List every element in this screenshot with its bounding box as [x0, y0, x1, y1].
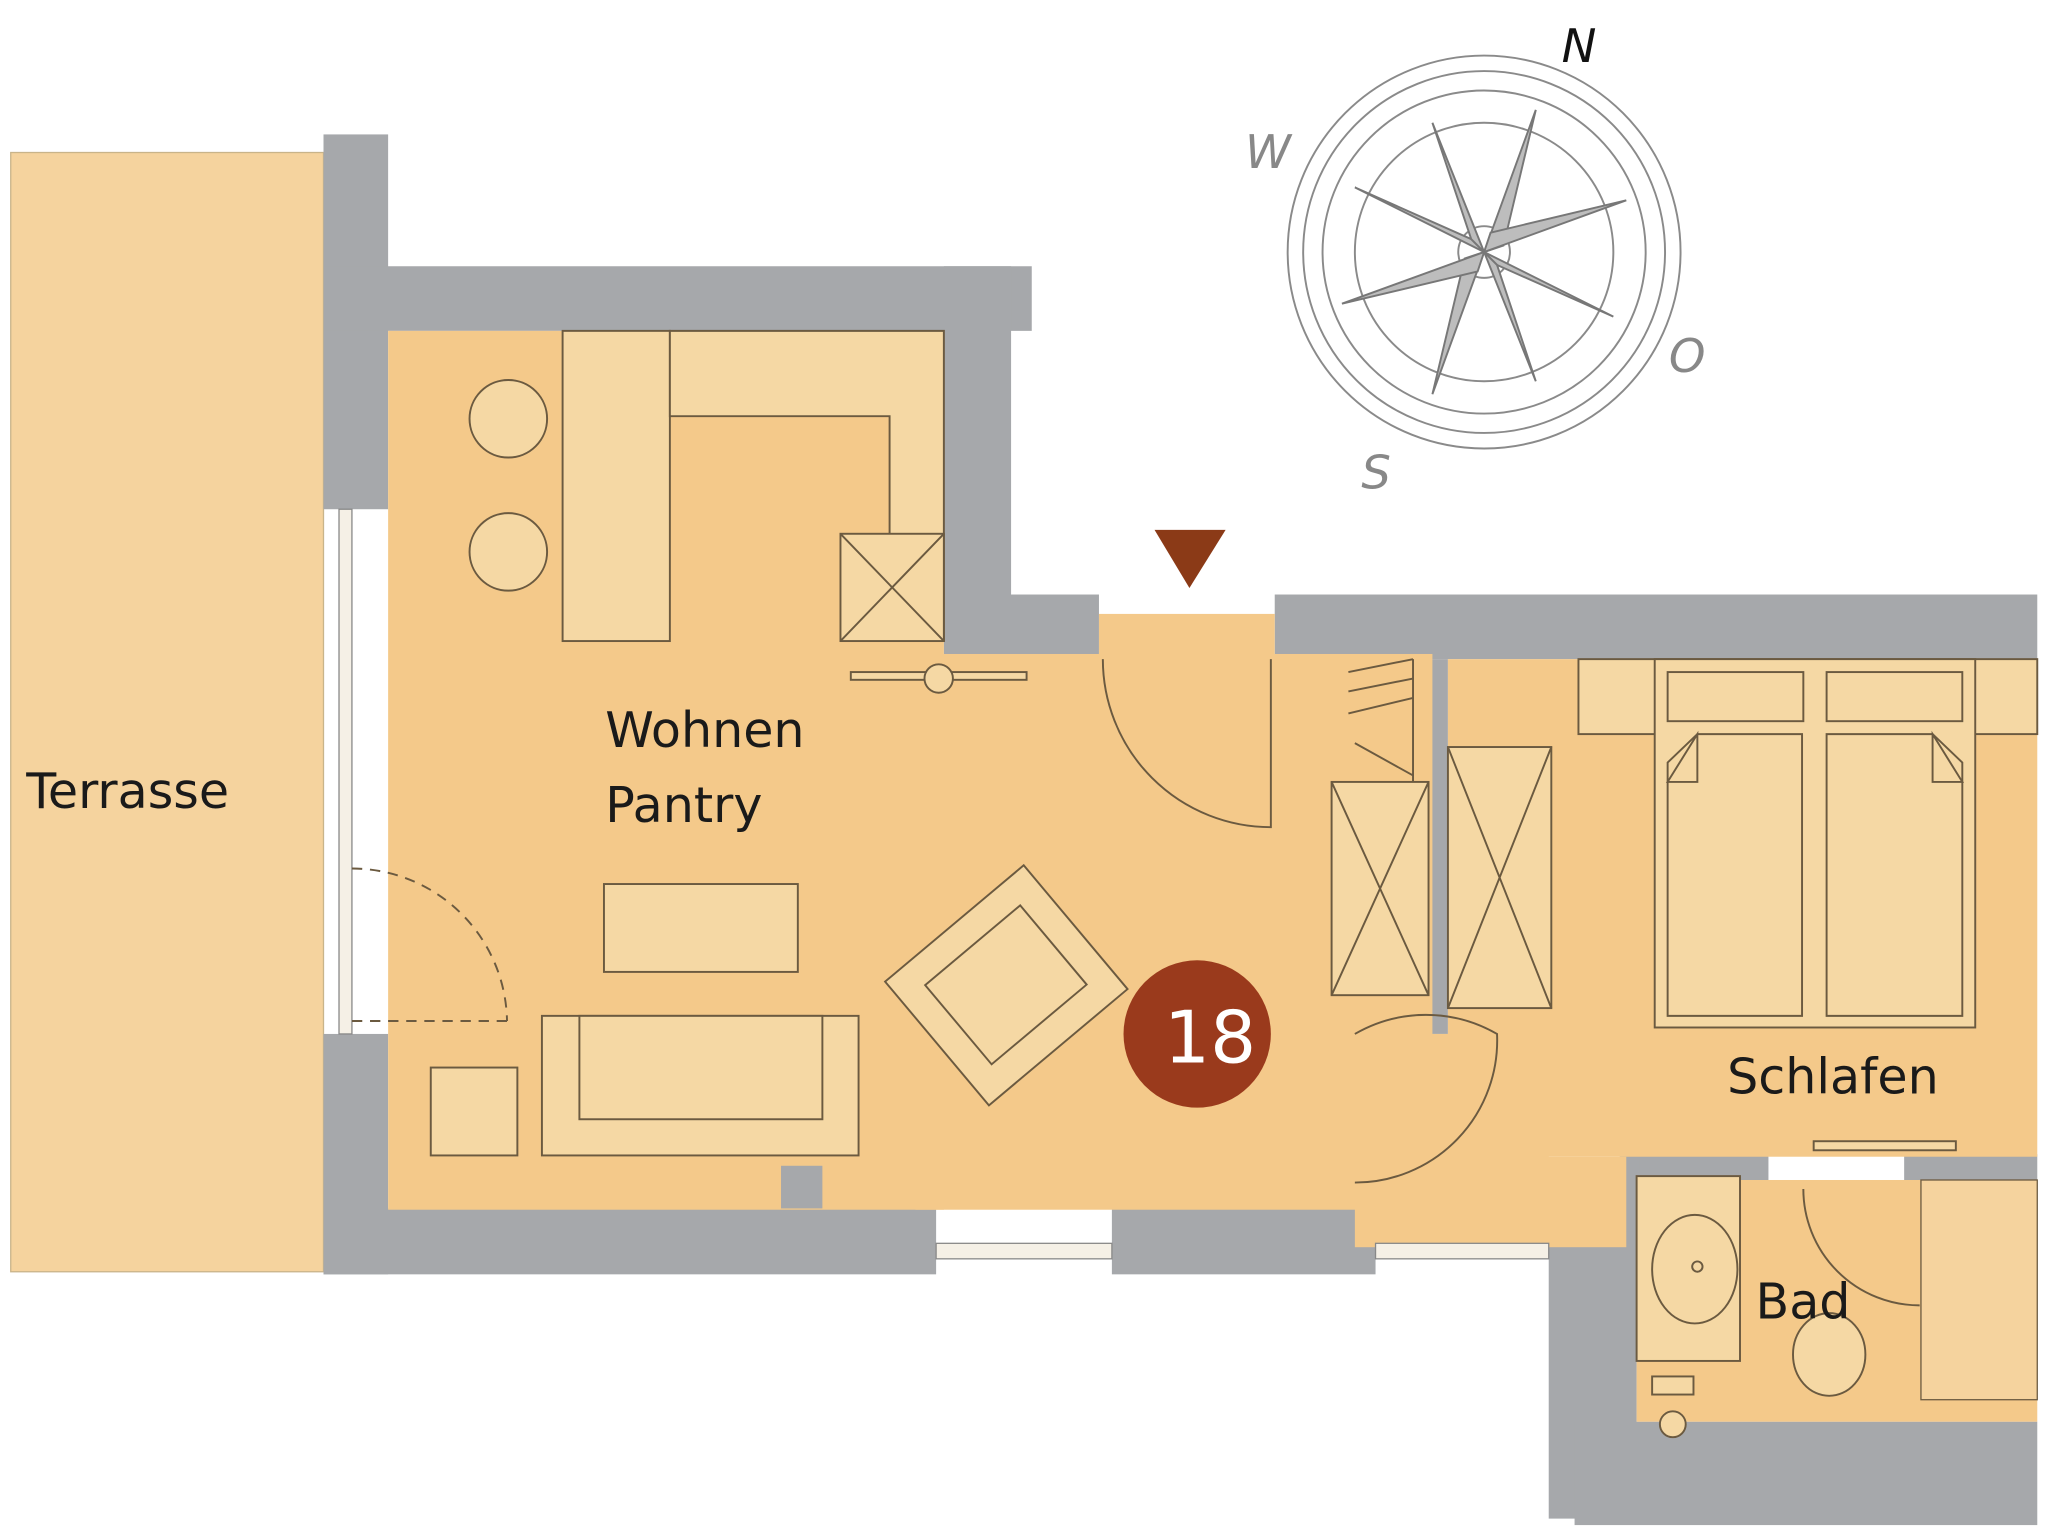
compass-east: O	[1669, 329, 1706, 383]
unit-number: 18	[1164, 996, 1256, 1080]
unit-badge	[1123, 960, 1271, 1108]
room-label-bathroom: Bad	[1756, 1272, 1851, 1330]
terrace-area	[10, 151, 325, 1273]
compass-rose-icon	[1286, 54, 1682, 450]
compass-north: N	[1562, 19, 1597, 73]
room-label-bedroom: Schlafen	[1727, 1047, 1939, 1105]
bathroom-fixtures	[1635, 1175, 1920, 1439]
room-label-terrace: Terrasse	[25, 762, 229, 820]
compass-south: S	[1361, 446, 1391, 500]
compass-west: W	[1245, 125, 1293, 179]
entrance-arrow-icon	[1154, 529, 1226, 589]
room-label-living: Wohnen	[605, 701, 804, 759]
walls	[323, 134, 2038, 1526]
living-furniture	[351, 329, 1272, 1209]
bedroom-furniture	[1330, 658, 2039, 1184]
room-label-pantry: Pantry	[605, 776, 762, 834]
windows	[338, 508, 1550, 1260]
